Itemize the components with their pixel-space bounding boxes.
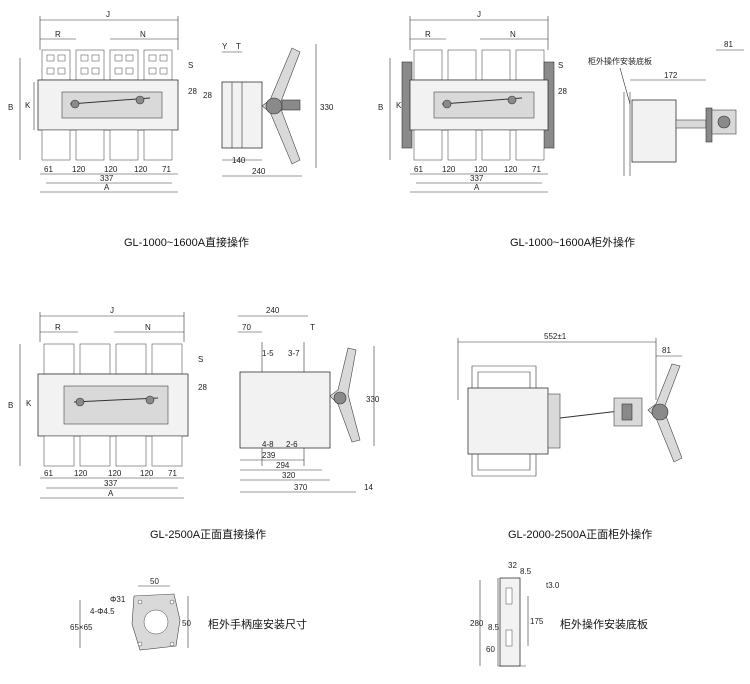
- dim-B-3: B: [8, 401, 13, 410]
- dim-50-top: 50: [150, 577, 159, 586]
- view-gl1000-cabinet-side: 柜外操作安装底板 81 172: [588, 40, 744, 176]
- dim-552: 552±1: [544, 332, 567, 341]
- phase-4-8: 4-8: [262, 440, 274, 449]
- dim-8-5-top: 8.5: [520, 567, 532, 576]
- dim-61-3: 61: [44, 469, 53, 478]
- view-gl1000-direct-side: Y T 28 330 140 240: [203, 42, 334, 177]
- dim-175: 175: [530, 617, 544, 626]
- dim-phi31: Φ31: [110, 595, 126, 604]
- dim-120-2a: 120: [442, 165, 456, 174]
- dim-Y: Y: [222, 42, 228, 51]
- dim-N-3: N: [145, 323, 151, 332]
- dim-R-2: R: [425, 30, 431, 39]
- dim-K-2: K: [396, 101, 402, 110]
- dim-28-side: 28: [203, 91, 212, 100]
- dim-240: 240: [252, 167, 266, 176]
- dim-294: 294: [276, 461, 290, 470]
- dim-140: 140: [232, 156, 246, 165]
- view-mount-plate: 32 8.5 t3.0 280 175 8.5 60: [470, 561, 560, 667]
- caption-gl1000-cabinet: GL-1000~1600A柜外操作: [510, 235, 635, 249]
- caption-mount-plate: 柜外操作安装底板: [560, 617, 648, 631]
- dim-240-3: 240: [266, 306, 280, 315]
- dim-8-5-mid: 8.5: [488, 623, 500, 632]
- phase-3-7: 3-7: [288, 349, 300, 358]
- dim-T: T: [236, 42, 241, 51]
- dim-330: 330: [320, 103, 334, 112]
- dim-R: R: [55, 30, 61, 39]
- dim-K-3: K: [26, 399, 32, 408]
- dim-71-2: 71: [532, 165, 541, 174]
- dim-120c: 120: [134, 165, 148, 174]
- dim-t3: t3.0: [546, 581, 560, 590]
- terminal-holes-top: [46, 54, 168, 75]
- dim-239: 239: [262, 451, 276, 460]
- dim-A: A: [104, 183, 110, 192]
- dim-T-3: T: [310, 323, 315, 332]
- dim-320: 320: [282, 471, 296, 480]
- dim-S: S: [188, 61, 193, 70]
- phase-1-5: 1-5: [262, 349, 274, 358]
- dim-71: 71: [162, 165, 171, 174]
- dim-B-2: B: [378, 103, 383, 112]
- dim-61: 61: [44, 165, 53, 174]
- dim-28-2: 28: [558, 87, 567, 96]
- caption-gl2500-direct: GL-2500A正面直接操作: [150, 527, 266, 541]
- dim-120-3a: 120: [74, 469, 88, 478]
- dim-A-2: A: [474, 183, 480, 192]
- dim-50-side: 50: [182, 619, 191, 628]
- dim-70: 70: [242, 323, 251, 332]
- dim-337: 337: [100, 174, 114, 183]
- dim-120-2c: 120: [504, 165, 518, 174]
- dim-61-2: 61: [414, 165, 423, 174]
- dim-28-3: 28: [198, 383, 207, 392]
- dim-120-3b: 120: [108, 469, 122, 478]
- dim-71-3: 71: [168, 469, 177, 478]
- dim-120-3c: 120: [140, 469, 154, 478]
- dim-K: K: [25, 101, 31, 110]
- dim-S-3: S: [198, 355, 203, 364]
- dim-60: 60: [486, 645, 495, 654]
- dim-14: 14: [364, 483, 373, 492]
- caption-gl2000-cabinet: GL-2000-2500A正面柜外操作: [508, 527, 652, 541]
- dim-N-2: N: [510, 30, 516, 39]
- dim-J-3: J: [110, 306, 114, 315]
- dim-A-3: A: [108, 489, 114, 498]
- view-gl2500-direct-side: 240 70 T 1-5 3-7 4-8 2-6 330 239 294 320…: [238, 306, 380, 493]
- dim-32: 32: [508, 561, 517, 570]
- dim-120-2b: 120: [474, 165, 488, 174]
- dim-120b: 120: [104, 165, 118, 174]
- dim-337-3: 337: [104, 479, 118, 488]
- dim-330-3: 330: [366, 395, 380, 404]
- dim-28: 28: [188, 87, 197, 96]
- caption-gl1000-direct: GL-1000~1600A直接操作: [124, 235, 249, 249]
- view-gl2000-cabinet: 552±1 81: [457, 332, 683, 477]
- dim-R-3: R: [55, 323, 61, 332]
- dim-J: J: [106, 10, 110, 19]
- phase-2-6: 2-6: [286, 440, 298, 449]
- caption-handle-seat: 柜外手柄座安装尺寸: [208, 617, 307, 631]
- dim-280: 280: [470, 619, 484, 628]
- dim-N: N: [140, 30, 146, 39]
- plate-note: 柜外操作安装底板: [588, 56, 652, 66]
- view-gl1000-direct-front: J R N S B: [8, 10, 197, 193]
- dim-B: B: [8, 103, 13, 112]
- view-handle-seat: 50 Φ31 4-Φ4.5 65×65 50: [70, 577, 191, 651]
- dim-337-2: 337: [470, 174, 484, 183]
- dim-phi45: 4-Φ4.5: [90, 607, 115, 616]
- dim-J-2: J: [477, 10, 481, 19]
- dim-120a: 120: [72, 165, 86, 174]
- view-gl1000-cabinet-front: J R N S B K 28 61 120 120 120 71 337 A: [378, 10, 567, 193]
- dim-81-4: 81: [662, 346, 671, 355]
- dim-S-2: S: [558, 61, 563, 70]
- dim-172: 172: [664, 71, 678, 80]
- dim-81: 81: [724, 40, 733, 49]
- view-gl2500-direct-front: J R N S B K 28 61 120 120 120 71 337 A: [8, 306, 207, 499]
- dim-65x65: 65×65: [70, 623, 93, 632]
- handle-shape: [261, 47, 301, 165]
- dim-370: 370: [294, 483, 308, 492]
